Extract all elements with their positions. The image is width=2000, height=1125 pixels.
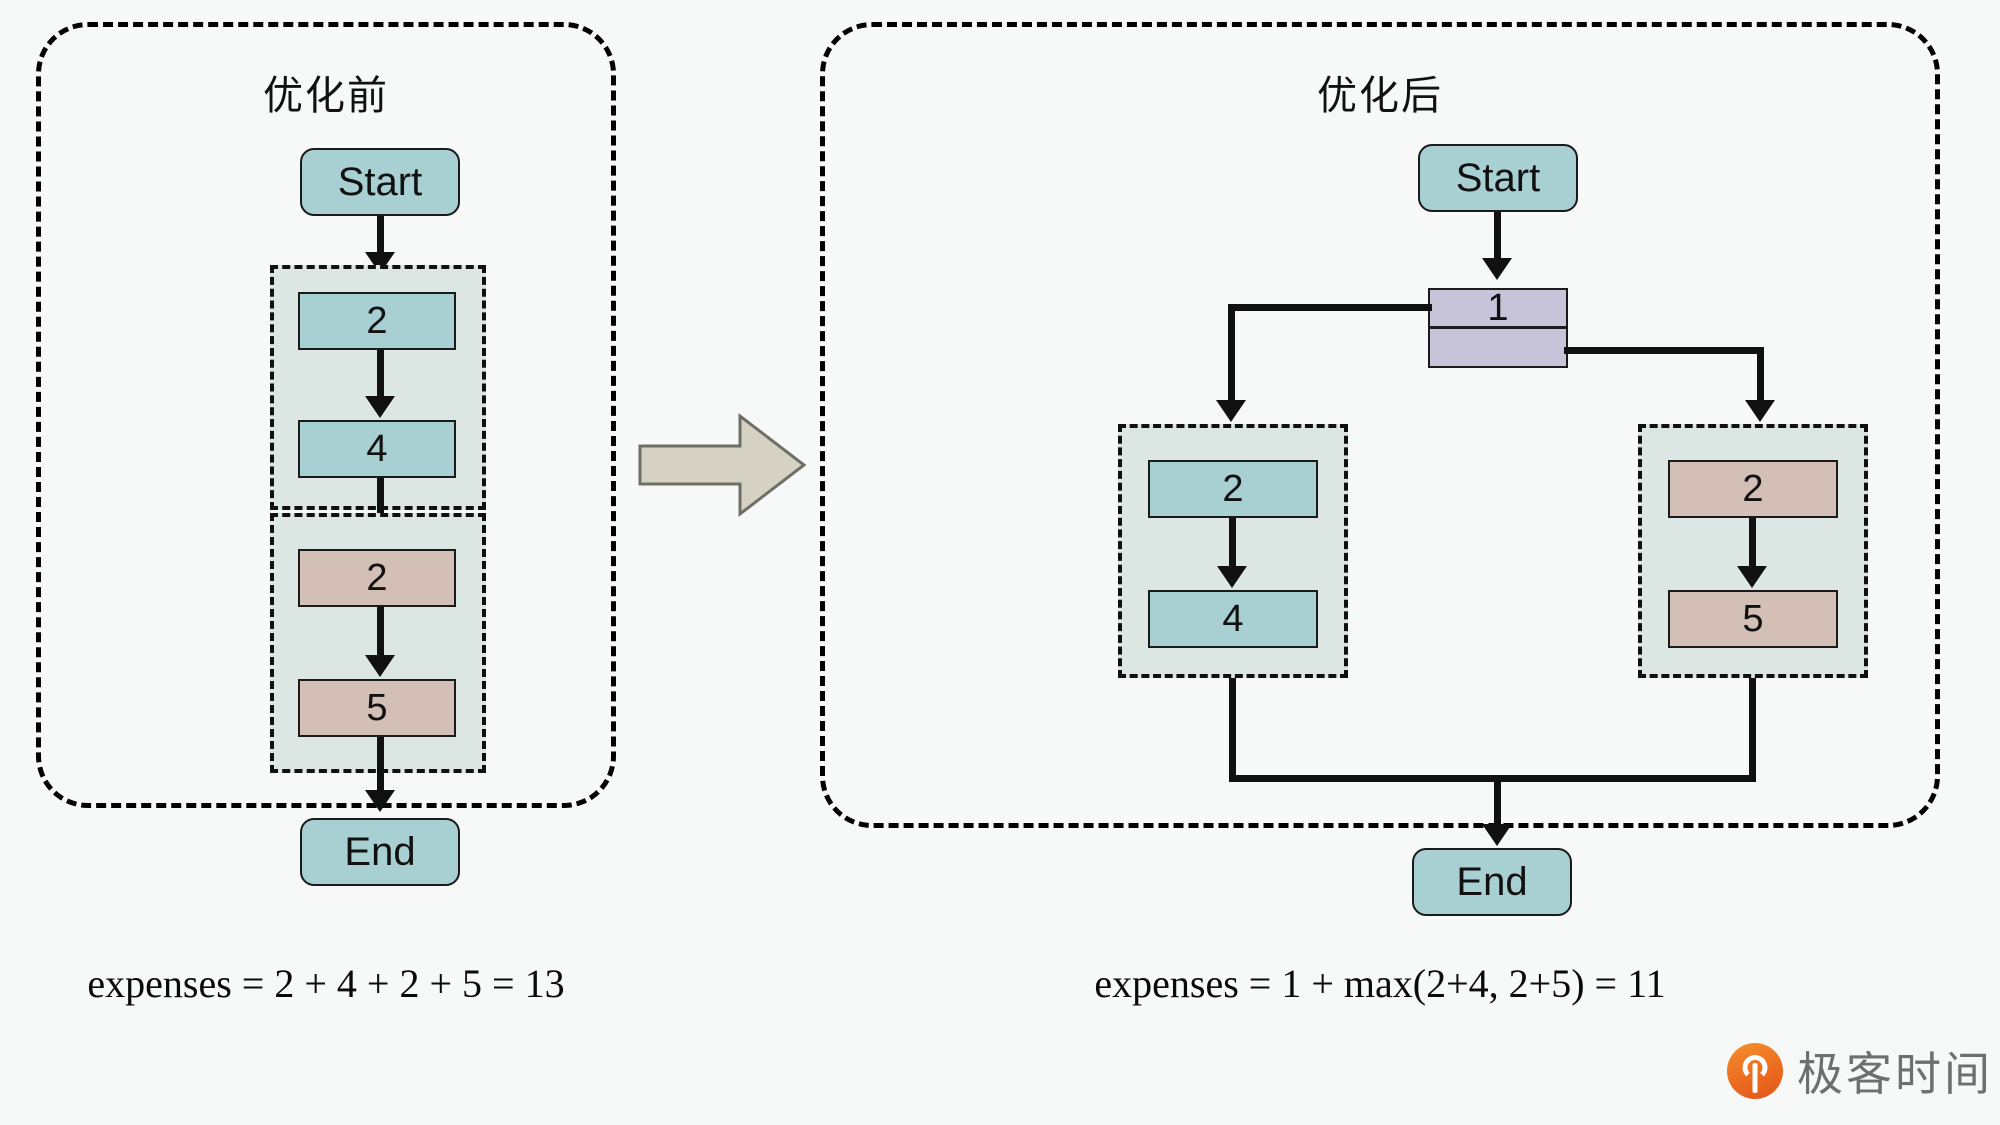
right-arrowhead-split-to-left	[1216, 400, 1246, 422]
left-edge-b2-to-b5	[377, 607, 384, 667]
right-arrowhead-left-2-to-4	[1217, 566, 1247, 588]
panel-left-title: 优化前	[263, 74, 389, 118]
left-edge-start-to-2	[377, 216, 384, 264]
right-edge-split-to-right-h	[1564, 347, 1764, 354]
right-end-node: End	[1412, 848, 1572, 916]
right-edge-right-2-to-5	[1749, 518, 1756, 578]
right-edge-split-to-left-h	[1228, 304, 1432, 311]
watermark: 极客时间	[1727, 1038, 1993, 1104]
right-arrowhead-right-2-to-5	[1737, 566, 1767, 588]
right-start-label: Start	[1455, 156, 1541, 200]
right-split-node-bottom	[1428, 328, 1568, 368]
right-split-node-top: 1	[1428, 286, 1568, 329]
panel-right-title: 优化后	[1317, 74, 1443, 118]
left-group-a-node-2-label: 2	[366, 300, 388, 342]
right-arrowhead-merge-to-end	[1482, 824, 1512, 846]
right-edge-left-2-to-4	[1229, 518, 1236, 578]
left-edge-a2-to-a4	[377, 350, 384, 408]
right-group-left-node-4-label: 4	[1222, 598, 1244, 640]
right-group-right-node-2-label: 2	[1742, 468, 1764, 510]
panel-after-optimization: 优化后	[820, 22, 1940, 828]
right-group-right-node-5: 5	[1668, 590, 1838, 648]
left-start-label: Start	[337, 160, 423, 204]
right-group-left-node-2: 2	[1148, 460, 1318, 518]
left-arrowhead-a2-to-a4	[365, 396, 395, 418]
left-arrowhead-b2-to-b5	[365, 655, 395, 677]
left-end-label: End	[344, 830, 416, 874]
right-formula: expenses = 1 + max(2+4, 2+5) = 11	[1094, 961, 1666, 1006]
left-formula: expenses = 2 + 4 + 2 + 5 = 13	[87, 961, 565, 1006]
left-group-a-node-4: 4	[298, 420, 456, 478]
left-group-b-node-2: 2	[298, 549, 456, 607]
right-edge-split-to-right-v	[1757, 347, 1764, 409]
left-arrowhead-b5-to-end	[365, 790, 395, 812]
geekbang-logo-icon	[1727, 1043, 1783, 1099]
left-group-b-node-2-label: 2	[366, 557, 388, 599]
right-split-node-label: 1	[1487, 286, 1509, 329]
left-edge-b5-to-end	[377, 737, 384, 799]
right-start-node: Start	[1418, 144, 1578, 212]
right-edge-start-to-split	[1494, 212, 1501, 264]
left-start-node: Start	[300, 148, 460, 216]
right-group-left-node-4: 4	[1148, 590, 1318, 648]
right-arrowhead-start-to-split	[1482, 258, 1512, 280]
right-group-right-node-5-label: 5	[1742, 598, 1764, 640]
right-split-node: 1	[1428, 286, 1568, 368]
transition-arrow-icon	[638, 412, 807, 518]
panel-before-optimization: 优化前	[36, 22, 616, 808]
right-end-label: End	[1456, 860, 1528, 904]
right-group-left-node-2-label: 2	[1222, 468, 1244, 510]
right-arrowhead-split-to-right	[1745, 400, 1775, 422]
right-merge-left-v	[1229, 678, 1236, 782]
right-edge-split-to-left-v	[1228, 304, 1235, 409]
left-end-node: End	[300, 818, 460, 886]
left-group-a-node-2: 2	[298, 292, 456, 350]
left-group-b-node-5-label: 5	[366, 687, 388, 729]
right-merge-right-v	[1749, 678, 1756, 782]
right-merge-h	[1229, 775, 1756, 782]
watermark-text: 极客时间	[1797, 1048, 1993, 1100]
right-group-right-node-2: 2	[1668, 460, 1838, 518]
right-edge-merge-to-end	[1494, 775, 1501, 833]
left-edge-a4-to-b2	[377, 478, 384, 540]
left-group-a-node-4-label: 4	[366, 428, 388, 470]
left-group-b-node-5: 5	[298, 679, 456, 737]
